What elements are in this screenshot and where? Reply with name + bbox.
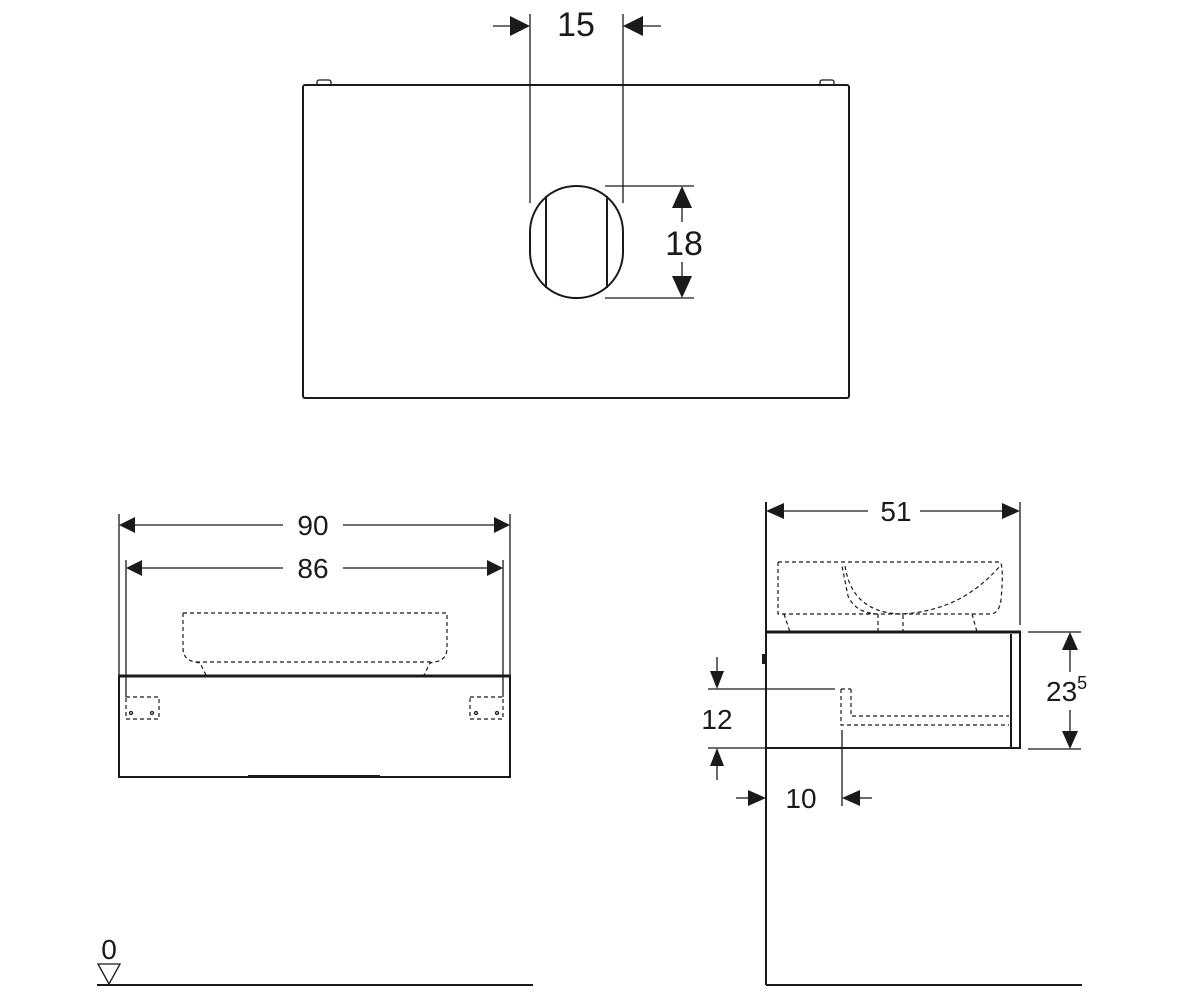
cutout-width-label: 15 xyxy=(557,6,595,44)
arrow xyxy=(672,186,692,208)
washbasin-side-outline xyxy=(777,561,1003,615)
dimension-drawer-offset: 10 xyxy=(736,730,872,814)
floor-level-marker: 0 xyxy=(96,934,533,986)
washbasin-side-bowl xyxy=(844,565,1001,615)
arrow xyxy=(1062,731,1078,749)
arrow xyxy=(766,503,784,519)
cabinet-height-main: 23 xyxy=(1046,676,1077,707)
fixing-left xyxy=(316,79,332,86)
dimension-inner-width: 86 xyxy=(125,553,504,697)
dimension-cabinet-height: 235 xyxy=(1028,631,1087,750)
washbasin-outline xyxy=(182,612,448,676)
cabinet-height-superscript: 5 xyxy=(1077,673,1087,693)
arrow xyxy=(710,671,724,689)
arrow xyxy=(487,560,503,576)
arrow xyxy=(494,517,510,533)
arrow xyxy=(710,748,724,766)
arrow xyxy=(510,16,530,36)
washbasin-side-foot xyxy=(783,613,978,633)
fixing-bracket-right xyxy=(469,696,504,720)
dimension-total-width: 90 xyxy=(118,510,511,676)
screw xyxy=(473,710,479,716)
arrow xyxy=(842,790,860,806)
dimension-depth: 51 xyxy=(766,496,1021,625)
floor-level-label: 0 xyxy=(101,934,117,965)
top-view-outline xyxy=(302,84,850,399)
arrow xyxy=(672,276,692,298)
fixing-right xyxy=(819,79,835,86)
drawer-offset-label: 10 xyxy=(785,783,816,814)
arrow xyxy=(119,517,135,533)
level-triangle-icon xyxy=(96,963,122,986)
cutout-height-label: 18 xyxy=(665,225,703,263)
arrow xyxy=(1062,632,1078,650)
dimension-cutout-width: 15 xyxy=(493,6,661,203)
screw xyxy=(494,710,500,716)
dimension-cutout-height: 18 xyxy=(605,185,703,299)
screw xyxy=(128,710,134,716)
drawer-height-label: 12 xyxy=(701,704,732,735)
side-view: 51 235 12 10 xyxy=(701,496,1087,986)
arrow xyxy=(748,790,766,806)
top-view: 15 18 xyxy=(302,6,850,399)
arrow xyxy=(1002,503,1020,519)
arrow xyxy=(126,560,142,576)
cabinet-height-label: 235 xyxy=(1046,673,1087,707)
inner-width-label: 86 xyxy=(297,553,328,584)
arrow xyxy=(623,16,643,36)
cabinet-side xyxy=(765,631,1021,749)
depth-label: 51 xyxy=(880,496,911,527)
total-width-label: 90 xyxy=(297,510,328,541)
front-view: 90 86 0 xyxy=(96,510,533,986)
siphon-cutout xyxy=(529,185,624,299)
drawer-outline xyxy=(840,688,1009,726)
screw xyxy=(149,710,155,716)
cabinet-front xyxy=(118,675,511,778)
dimension-drawer-height: 12 xyxy=(701,657,835,780)
wall-bracket-marker xyxy=(762,654,766,664)
fixing-bracket-left xyxy=(125,696,160,720)
